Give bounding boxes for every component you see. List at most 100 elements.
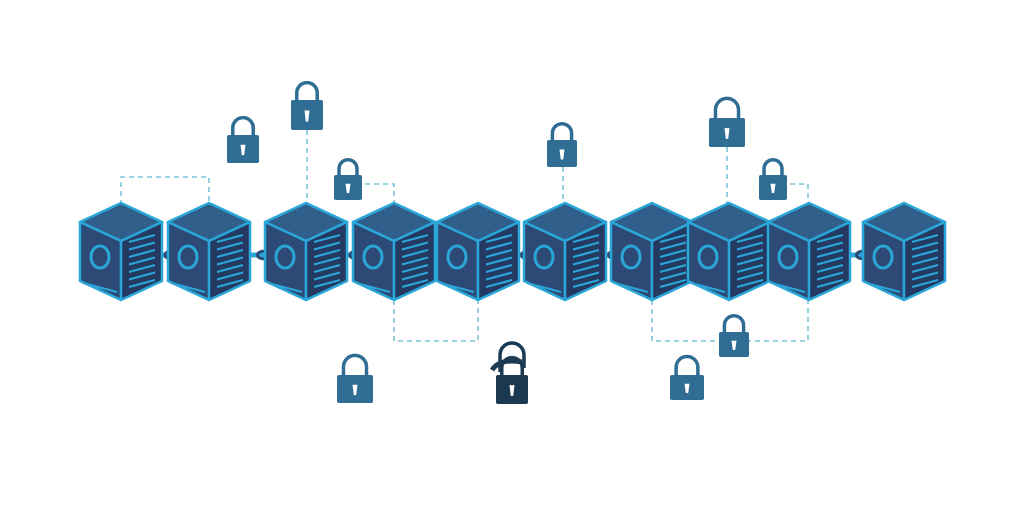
document-line <box>736 233 764 244</box>
document-line <box>128 233 156 244</box>
document-line <box>911 278 939 289</box>
document-line <box>128 256 156 266</box>
padlock-shackle <box>713 96 741 118</box>
document-line <box>313 248 341 259</box>
document-line <box>485 248 513 259</box>
padlock-shackle <box>231 115 255 135</box>
vault-dial-icon <box>446 244 468 270</box>
document-line <box>572 233 600 244</box>
document-line <box>736 248 764 259</box>
document-line <box>128 278 156 289</box>
padlock-shackle <box>295 80 319 100</box>
document-line <box>816 278 844 289</box>
padlock-shackle <box>674 354 700 375</box>
padlock-shackle <box>337 158 359 175</box>
block-cube <box>686 201 772 302</box>
document-line <box>216 241 244 251</box>
document-line <box>313 241 341 251</box>
block-cube <box>861 201 947 302</box>
document-line <box>911 241 939 251</box>
padlock-shackle <box>500 355 524 375</box>
document-line <box>911 263 939 274</box>
dashed-connector <box>365 183 395 205</box>
vault-dial-icon <box>177 244 199 270</box>
open-padlock-shackle-icon <box>489 341 526 372</box>
document-line <box>216 263 244 274</box>
document-line <box>313 278 341 289</box>
padlock-icon <box>334 158 362 200</box>
blocks <box>78 201 947 302</box>
document-line <box>401 248 429 259</box>
document-line <box>572 263 600 274</box>
padlock-shackle <box>341 353 369 375</box>
vault-dial-icon <box>533 244 555 270</box>
keyhole-icon <box>304 110 310 122</box>
document-line <box>485 256 513 266</box>
keyhole-icon <box>240 144 246 156</box>
document-line <box>485 263 513 274</box>
block-cube <box>435 201 521 302</box>
block-cube <box>766 201 852 302</box>
padlock-icon <box>709 96 745 147</box>
padlock-icon <box>670 354 704 400</box>
padlock-icon <box>547 121 577 167</box>
padlock-shackle <box>762 158 784 175</box>
document-line <box>313 271 341 281</box>
document-line <box>128 263 156 274</box>
document-line <box>401 256 429 266</box>
padlock-icon <box>291 80 323 130</box>
document-line <box>659 241 687 251</box>
document-line <box>659 256 687 266</box>
document-line <box>659 271 687 281</box>
document-line <box>313 263 341 274</box>
document-line <box>911 233 939 244</box>
document-line <box>128 271 156 281</box>
block-cube <box>166 201 252 302</box>
vault-dial-icon <box>697 244 719 270</box>
document-line <box>736 278 764 289</box>
document-line <box>216 233 244 244</box>
document-line <box>401 263 429 274</box>
vault-dial-icon <box>620 244 642 270</box>
block-cube <box>263 201 349 302</box>
padlock-shackle <box>550 121 574 140</box>
block-cube <box>609 201 695 302</box>
document-line <box>128 241 156 251</box>
keyhole-icon <box>770 183 776 193</box>
document-line <box>816 241 844 251</box>
vault-dial-icon <box>362 244 384 270</box>
document-line <box>911 256 939 266</box>
block-cube <box>522 201 608 302</box>
document-line <box>313 233 341 244</box>
document-line <box>216 271 244 281</box>
document-line <box>485 271 513 281</box>
vault-dial-icon <box>872 244 894 270</box>
document-line <box>816 248 844 259</box>
keyhole-icon <box>731 340 737 350</box>
document-line <box>911 271 939 281</box>
document-line <box>401 241 429 251</box>
document-line <box>401 271 429 281</box>
document-line <box>572 271 600 281</box>
document-line <box>128 248 156 259</box>
vault-dial-icon <box>777 244 799 270</box>
document-line <box>216 256 244 266</box>
document-line <box>572 241 600 251</box>
document-line <box>911 248 939 259</box>
vault-dial-icon <box>89 244 111 270</box>
document-line <box>659 278 687 289</box>
document-line <box>816 233 844 244</box>
padlock-icon <box>227 115 259 163</box>
document-line <box>572 256 600 266</box>
document-line <box>216 248 244 259</box>
document-line <box>313 256 341 266</box>
document-line <box>659 248 687 259</box>
block-cube <box>78 201 164 302</box>
keyhole-icon <box>559 149 565 160</box>
document-line <box>216 278 244 289</box>
padlock-shackle <box>722 313 746 332</box>
keyhole-icon <box>724 128 730 139</box>
padlocks <box>227 80 787 404</box>
padlock-icon <box>496 355 528 404</box>
